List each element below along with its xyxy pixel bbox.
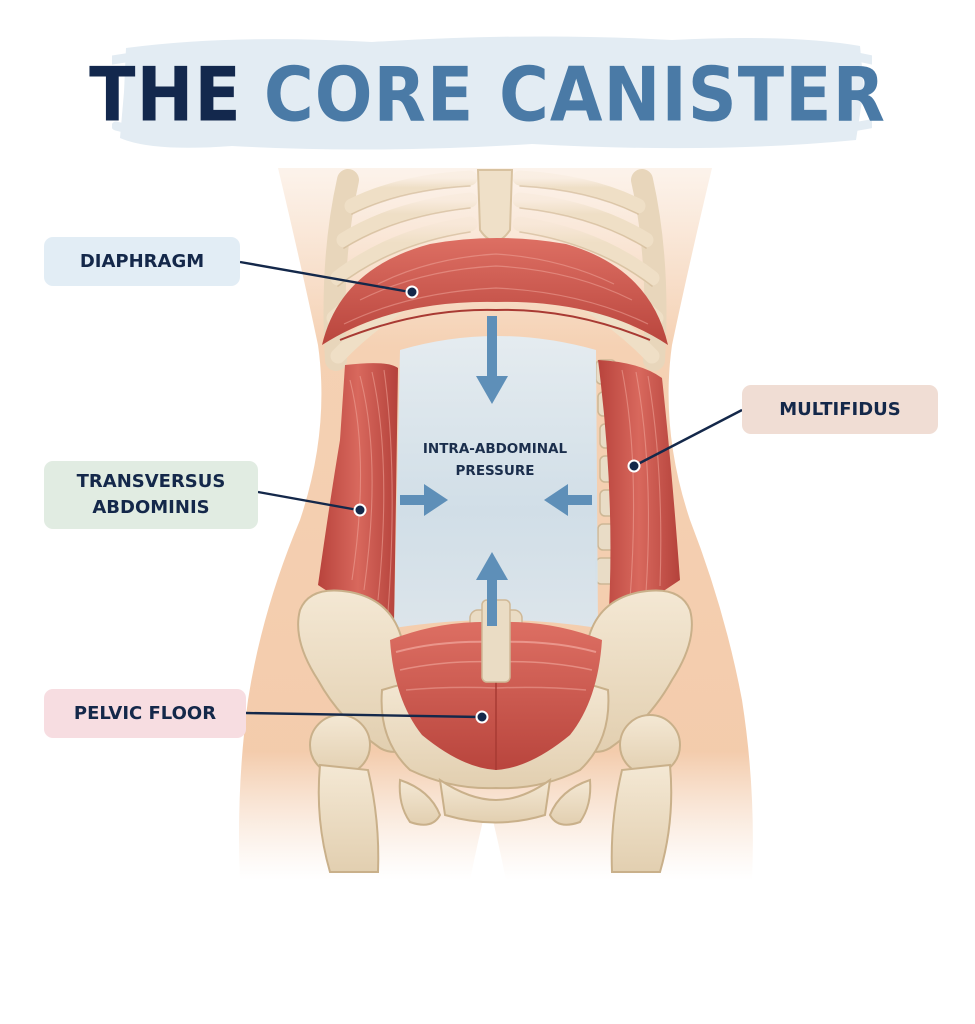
pressure-arrows <box>400 316 592 626</box>
arrow-left-shaft <box>564 495 592 505</box>
arrow-up-shaft <box>487 578 497 626</box>
leader-dot-pelvic-floor <box>475 710 489 724</box>
leader-lines <box>239 260 743 724</box>
title-word-core-canister: CORE CANISTER <box>263 51 886 139</box>
pressure-cylinder <box>394 336 598 628</box>
leader-diaphragm <box>239 260 411 294</box>
label-diaphragm-text: DIAPHRAGM <box>79 250 205 272</box>
label-pelvic-floor: PELVIC FLOOR <box>44 689 246 738</box>
leader-dot-transversus <box>353 503 367 517</box>
label-multifidus-text: MULTIFIDUS <box>779 398 901 420</box>
title-brush-banner <box>112 36 872 150</box>
leader-multifidus <box>635 408 743 467</box>
title-word-the: THE <box>89 51 242 139</box>
leader-pelvic-floor <box>245 711 481 719</box>
leader-dot-multifidus <box>627 459 641 473</box>
multifidus-muscle <box>598 360 680 628</box>
leader-dot-diaphragm <box>405 285 419 299</box>
label-diaphragm: DIAPHRAGM <box>44 237 240 286</box>
leader-transversus <box>257 490 359 512</box>
transversus-abdominis-muscle <box>318 363 398 628</box>
arrow-right-head <box>424 484 448 516</box>
iap-line1: INTRA-ABDOMINAL <box>422 441 568 457</box>
arrow-down-head <box>476 376 508 404</box>
label-transversus-line2: ABDOMINIS <box>92 497 210 518</box>
diaphragm-muscle <box>322 238 668 345</box>
intra-abdominal-pressure-label: INTRA-ABDOMINAL PRESSURE <box>395 438 595 482</box>
label-pelvic-floor-text: PELVIC FLOOR <box>73 702 217 724</box>
label-transversus-line1: TRANSVERSUS <box>76 471 226 492</box>
label-multifidus: MULTIFIDUS <box>742 385 938 434</box>
page-title: THE CORE CANISTER <box>0 0 975 200</box>
iap-line2: PRESSURE <box>455 463 535 479</box>
arrow-up-head <box>476 552 508 580</box>
arrow-down-shaft <box>487 316 497 378</box>
arrow-right-shaft <box>400 495 428 505</box>
arrow-left-head <box>544 484 568 516</box>
label-transversus-abdominis: TRANSVERSUS ABDOMINIS <box>44 461 258 529</box>
